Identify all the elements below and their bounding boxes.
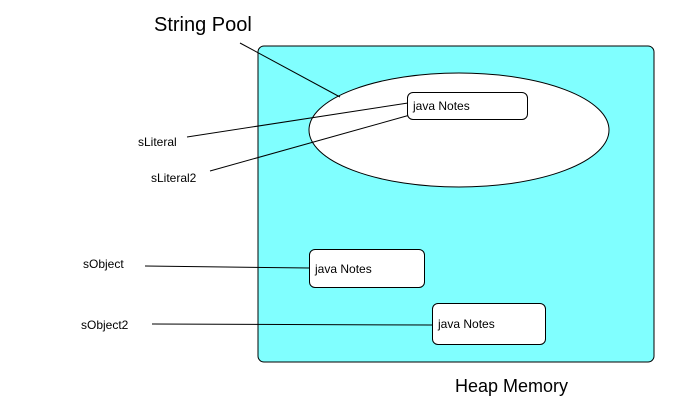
- s-literal-reference-line: [186, 102, 409, 138]
- s-object2-reference-line: [151, 323, 434, 326]
- s-literal2-reference-line: [209, 114, 411, 172]
- s-literal2-label: sLiteral2: [151, 171, 197, 185]
- string-pool-region: [308, 72, 610, 188]
- heap-memory-title: Heap Memory: [455, 376, 569, 396]
- string-pool-pointer-line: [239, 42, 341, 98]
- heap-string-object-2: java Notes: [432, 303, 546, 345]
- s-object-reference-line: [144, 265, 311, 269]
- heap-string-object-1: java Notes: [309, 249, 425, 288]
- string-pool-title: String Pool: [154, 14, 252, 36]
- s-literal-label: sLiteral: [138, 135, 177, 149]
- s-object2-label: sObject2: [81, 318, 129, 332]
- pool-string-object: java Notes: [407, 92, 528, 120]
- s-object-label: sObject: [83, 257, 124, 271]
